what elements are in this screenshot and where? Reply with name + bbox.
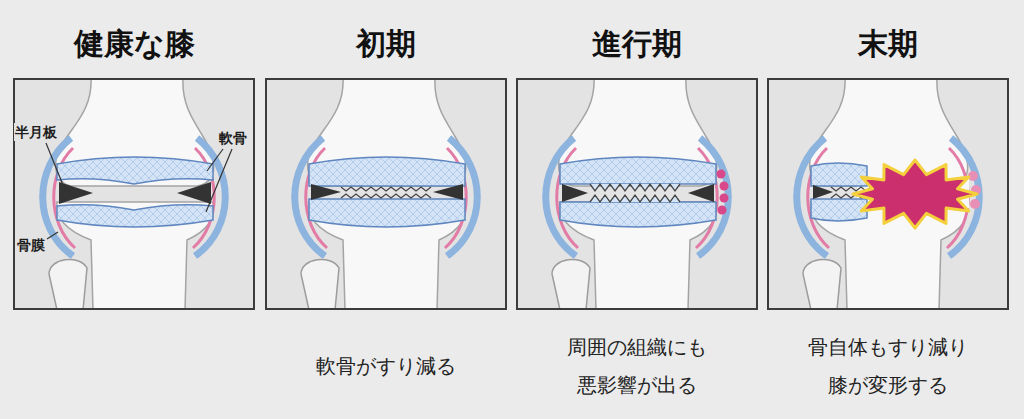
part-label: 半月板 xyxy=(14,123,58,141)
part-label: 軟骨 xyxy=(218,129,248,147)
healthy-knee xyxy=(13,78,255,310)
progressed-knee xyxy=(516,78,758,310)
cartilage xyxy=(811,199,867,221)
joint-capsule xyxy=(797,138,980,256)
stage-title: 初期 xyxy=(267,24,505,64)
worn-surface xyxy=(590,195,680,202)
bones xyxy=(49,78,214,310)
meniscus xyxy=(177,182,211,204)
panel-ground xyxy=(767,78,1009,310)
leader-line xyxy=(207,149,223,171)
late-knee xyxy=(767,78,1009,310)
joint-capsule xyxy=(546,138,729,256)
meniscus xyxy=(59,182,93,204)
cartilage xyxy=(57,205,213,227)
panel-ground xyxy=(265,78,507,310)
panel-ground xyxy=(13,78,255,310)
leader-line xyxy=(206,149,232,212)
leader-line xyxy=(46,143,65,190)
worn-surface xyxy=(590,184,680,191)
cartilage xyxy=(309,199,465,227)
stage-caption: 骨自体もすり減り 膝が変形する xyxy=(802,328,974,404)
part-label: 骨膜 xyxy=(16,236,46,254)
leader-line xyxy=(47,232,58,239)
meniscus xyxy=(813,185,833,199)
stage-title: 進行期 xyxy=(518,24,756,64)
cartilage xyxy=(560,157,716,184)
inflammation xyxy=(717,170,726,179)
worn-surface xyxy=(341,187,431,191)
inflammation xyxy=(720,194,729,203)
inflammation xyxy=(720,182,729,191)
cartilage xyxy=(560,202,716,227)
inflammation xyxy=(970,199,980,209)
stage-panel: 健康な膝 xyxy=(13,78,255,310)
stage-panel: 進行期周囲の組織にも 悪影響が出る xyxy=(516,78,758,310)
cartilage xyxy=(57,157,213,184)
cartilage xyxy=(811,163,867,186)
stage-caption: 軟骨がすり減る xyxy=(316,347,456,385)
joint-capsule xyxy=(43,138,226,256)
cartilage xyxy=(309,157,465,186)
stage-panel: 初期軟骨がすり減る xyxy=(265,78,507,310)
meniscus xyxy=(311,184,341,200)
stage-title: 健康な膝 xyxy=(15,24,253,64)
stage-panel: 末期骨自体もすり減り 膝が変形する xyxy=(767,78,1009,310)
meniscus xyxy=(562,184,588,202)
bones xyxy=(552,78,717,310)
stage-caption: 周囲の組織にも 悪影響が出る xyxy=(561,328,713,404)
joint-capsule xyxy=(295,138,478,256)
inflammation xyxy=(718,206,727,215)
meniscus xyxy=(688,184,714,202)
panel-ground xyxy=(516,78,758,310)
early-knee xyxy=(265,78,507,310)
bone-damage xyxy=(853,160,977,228)
worn-surface xyxy=(341,194,431,198)
bones xyxy=(301,78,466,310)
stage-title: 末期 xyxy=(769,24,1007,64)
meniscus xyxy=(433,184,463,200)
